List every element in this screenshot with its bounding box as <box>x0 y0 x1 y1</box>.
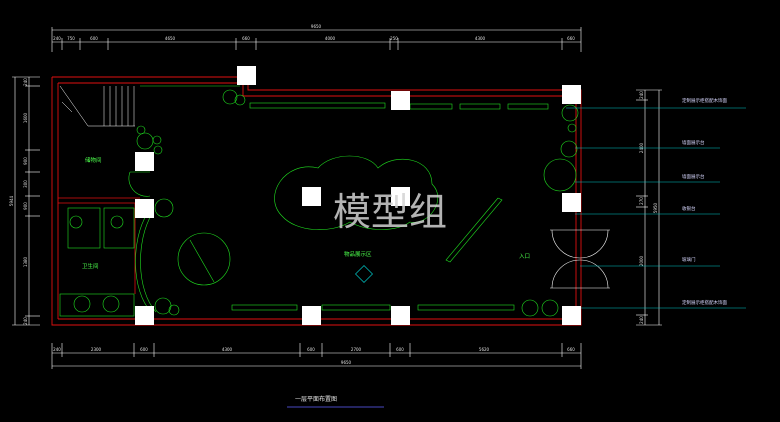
left-dim-4: 300 <box>23 180 28 188</box>
left-dim-3: 900 <box>23 157 28 165</box>
bottom-dim-6: 2700 <box>351 347 362 352</box>
interior-walls <box>58 197 140 294</box>
room-label-display: 物品展示区 <box>344 250 372 258</box>
note-wall-display-2: 墙面展示台 <box>682 173 705 180</box>
bottom-dimension-chain <box>51 343 582 369</box>
right-dim-5: 240 <box>639 316 644 324</box>
note-display-cabinet-top: 定制展示柜搭配木饰面 <box>682 97 727 104</box>
redaction-markers <box>135 66 581 325</box>
bottom-dim-7: 600 <box>396 347 404 352</box>
bottom-dim-4: 4300 <box>222 347 233 352</box>
staircase <box>59 85 135 127</box>
room-label-entrance: 入口 <box>519 253 530 260</box>
annotation-leaders <box>566 107 746 309</box>
bottom-total-dimension: 9650 <box>341 360 352 365</box>
bottom-dim-2: 2300 <box>91 347 102 352</box>
top-dimension-chain <box>51 27 582 52</box>
right-total-dimension: 5950 <box>653 202 658 213</box>
top-dim-4: 4650 <box>165 36 176 41</box>
bottom-dim-3: 600 <box>140 347 148 352</box>
room-label-storage: 储物间 <box>85 156 102 164</box>
drawing-title: 一层平面布置图 <box>295 395 337 403</box>
right-dim-4: 2000 <box>639 255 644 266</box>
right-dim-1: 240 <box>639 91 644 99</box>
bottom-dim-1: 240 <box>53 347 61 352</box>
note-cashier: 收银台 <box>682 205 696 212</box>
top-dim-9: 660 <box>567 36 575 41</box>
left-dimension-chain <box>12 76 40 326</box>
left-total-dimension: 5944 <box>9 195 14 206</box>
right-dimension-chain <box>636 89 662 326</box>
top-dim-1: 240 <box>53 36 61 41</box>
top-dim-2: 750 <box>67 36 75 41</box>
bottom-dim-9: 660 <box>567 347 575 352</box>
bottom-dim-8: 5620 <box>479 347 490 352</box>
room-label-toilet: 卫生间 <box>82 262 99 270</box>
watermark: 模型组 <box>333 190 447 234</box>
left-dim-7: 240 <box>23 317 28 325</box>
top-dim-3: 600 <box>90 36 98 41</box>
top-dim-7: 250 <box>390 36 398 41</box>
left-dim-6: 1380 <box>23 256 28 267</box>
right-dim-3: 270 <box>639 197 644 205</box>
note-glass-door: 玻璃门 <box>682 256 696 263</box>
note-wall-display-1: 墙面展示台 <box>682 139 705 146</box>
top-dim-6: 4000 <box>325 36 336 41</box>
top-dim-5: 660 <box>242 36 250 41</box>
fixtures <box>59 85 579 317</box>
left-dim-5: 900 <box>23 202 28 210</box>
top-total-dimension: 9650 <box>311 24 322 29</box>
left-dim-1: 240 <box>23 78 28 86</box>
entrance-doors <box>550 229 610 289</box>
top-dim-8: 4300 <box>475 36 486 41</box>
note-display-cabinet-bottom: 定制展示柜搭配木饰面 <box>682 299 727 306</box>
left-dim-2: 1600 <box>23 112 28 123</box>
bottom-dim-5: 600 <box>307 347 315 352</box>
